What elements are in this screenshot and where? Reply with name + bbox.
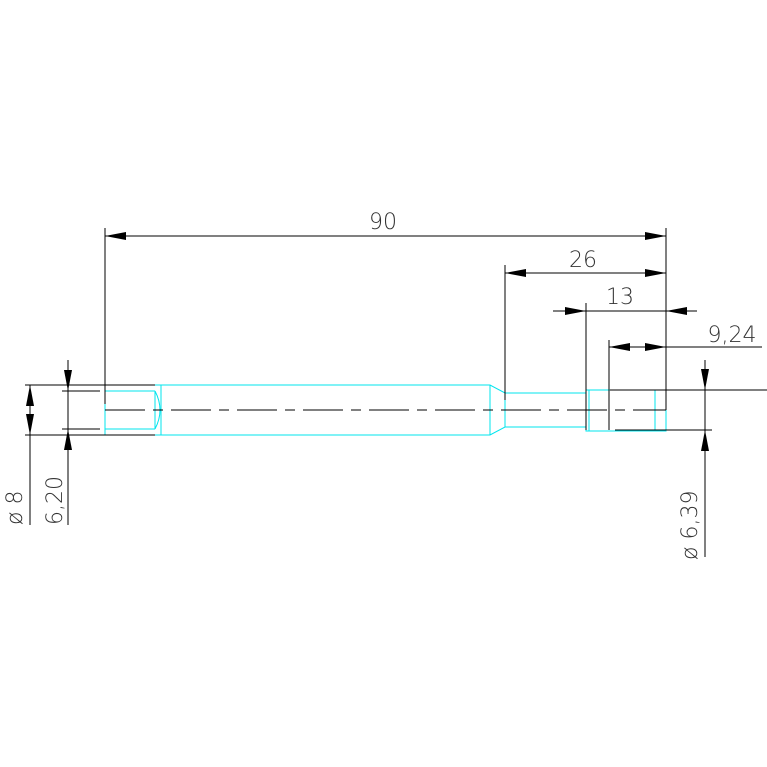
dim-left-outer-diameter [26, 385, 34, 525]
label-13: 13 [606, 285, 634, 310]
label-left-outer-diameter: ø 8 [3, 491, 28, 525]
dim-90 [105, 232, 666, 240]
label-right-diameter: ø 6,39 [678, 491, 703, 560]
dim-26 [505, 269, 666, 277]
label-26: 26 [569, 248, 597, 273]
label-90: 90 [369, 210, 397, 235]
dim-13 [553, 307, 697, 315]
dim-left-inner-diameter [64, 360, 72, 525]
dim-right-diameter [701, 360, 709, 557]
dim-9-24 [609, 343, 762, 351]
extension-lines [25, 228, 767, 436]
label-9-24: 9,24 [708, 323, 757, 348]
label-left-inner-diameter: 6,20 [43, 476, 68, 525]
